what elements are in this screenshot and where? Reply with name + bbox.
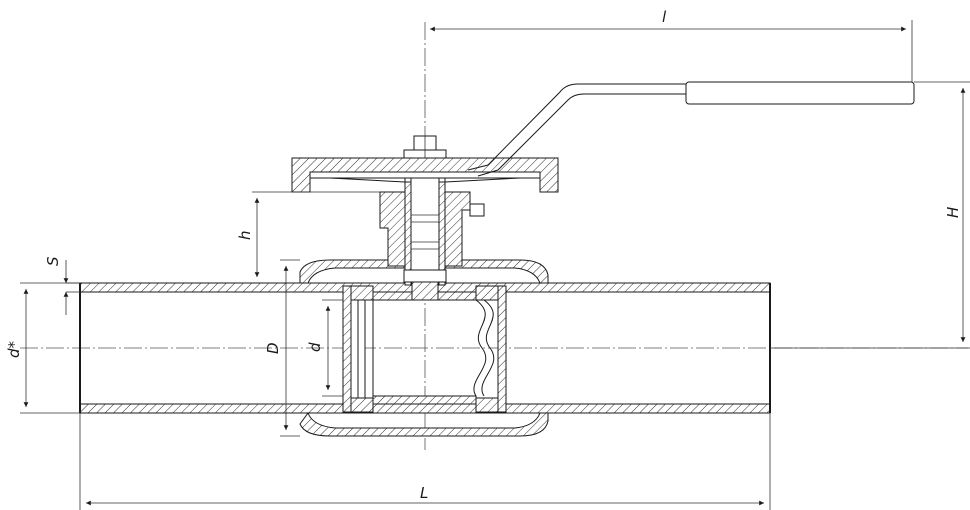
dimension-lines <box>20 20 970 510</box>
dim-label-D: D <box>264 342 282 354</box>
valve-body <box>299 259 549 437</box>
dim-label-h: h <box>236 230 254 240</box>
dim-label-d: d <box>306 342 324 352</box>
handle-lever <box>467 81 915 177</box>
dim-label-l: l <box>662 8 667 26</box>
dim-label-H: H <box>944 207 962 218</box>
handle-hub <box>291 157 559 193</box>
dim-label-S: S <box>44 256 62 266</box>
dim-label-L: L <box>420 484 428 502</box>
stem-assembly <box>379 135 485 301</box>
dim-label-d-star: d* <box>5 340 23 358</box>
ball-and-seats <box>342 285 507 413</box>
